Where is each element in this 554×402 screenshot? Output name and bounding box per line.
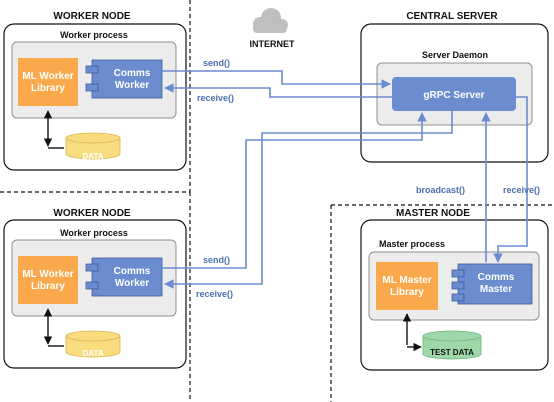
grpc-server-label: gRPC Server (423, 90, 484, 101)
cloud-icon (253, 8, 288, 33)
comms-master-line2: Master (480, 284, 512, 295)
receive-label-top: receive() (197, 93, 234, 103)
comms-worker-top-line2: Worker (115, 80, 149, 91)
internet-label: INTERNET (250, 39, 296, 49)
ml-worker-library-bottom-line2: Library (31, 281, 65, 292)
worker-node-bottom-title: WORKER NODE (53, 208, 131, 219)
master-process-title: Master process (379, 239, 445, 249)
worker-process-top-title: Worker process (60, 30, 128, 40)
master-receive-label: receive() (503, 185, 540, 195)
comms-master: Comms Master (451, 263, 533, 305)
send-label-bottom: send() (203, 255, 230, 265)
comms-worker-bottom-line2: Worker (115, 278, 149, 289)
send-arrow-top (162, 70, 391, 89)
data-store-top-label: DATA (82, 152, 103, 161)
data-store-top: DATA (65, 132, 121, 161)
worker-node-top-title: WORKER NODE (53, 11, 131, 22)
receive-arrow-bottom (164, 111, 453, 289)
ml-worker-library-top-line2: Library (31, 83, 65, 94)
receive-label-bottom: receive() (196, 289, 233, 299)
ml-master-library (376, 262, 438, 310)
worker-node-top: WORKER NODE Worker process ML Worker Lib… (3, 11, 187, 171)
ml-master-library-line1: ML Master (382, 275, 431, 286)
send-arrow-bottom (162, 112, 427, 269)
worker-process-bottom-title: Worker process (60, 228, 128, 238)
central-server-title: CENTRAL SERVER (406, 11, 498, 22)
test-data-label: TEST DATA (430, 348, 474, 357)
master-node: MASTER NODE Master process ML Master Lib… (360, 208, 549, 371)
internet: INTERNET (250, 8, 296, 49)
receive-arrow-top (164, 83, 392, 98)
data-store-bottom-label: DATA (82, 349, 103, 358)
ml-master-library-line2: Library (390, 287, 424, 298)
master-receive-arrow (493, 96, 528, 263)
master-node-title: MASTER NODE (396, 208, 470, 219)
comms-worker-bottom-line1: Comms (114, 266, 151, 277)
server-daemon-title: Server Daemon (422, 50, 488, 60)
connectors: send() receive() send() receive() broadc… (162, 58, 540, 299)
comms-worker-bottom: Comms Worker (85, 257, 163, 297)
send-label-top: send() (203, 58, 230, 68)
broadcast-label: broadcast() (416, 185, 465, 195)
worker-node-bottom: WORKER NODE Worker process ML Worker Lib… (3, 208, 187, 369)
central-server-node: CENTRAL SERVER Server Daemon gRPC Server (360, 11, 549, 163)
ml-worker-library-bottom (18, 256, 78, 304)
comms-master-line1: Comms (478, 272, 515, 283)
ml-worker-library-bottom-line1: ML Worker (22, 269, 73, 280)
data-store-bottom: DATA (65, 330, 121, 358)
ml-worker-library-top-line1: ML Worker (22, 71, 73, 82)
grpc-server (392, 77, 516, 111)
comms-worker-top: Comms Worker (85, 59, 163, 99)
comms-worker-top-line1: Comms (114, 68, 151, 79)
ml-worker-library-top (18, 58, 78, 106)
test-data-store: TEST DATA (422, 330, 482, 360)
